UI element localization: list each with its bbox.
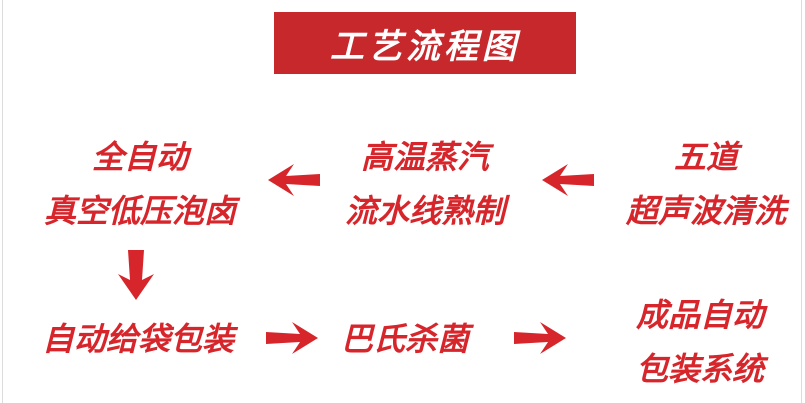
step-line: 包装系统 — [635, 350, 764, 388]
step-vacuum-marinating: 全自动 真空低压泡卤 — [20, 130, 260, 238]
step-line: 真空低压泡卤 — [43, 192, 236, 230]
step-line: 自动给袋包装 — [41, 320, 234, 358]
step-line: 全自动 — [91, 138, 188, 176]
step-line: 五道 — [673, 138, 738, 176]
step-auto-bagging: 自动给袋包装 — [18, 312, 258, 366]
step-line: 超声波清洗 — [625, 192, 786, 230]
step-line: 高温蒸汽 — [360, 138, 489, 176]
step-steam-cooking: 高温蒸汽 流水线熟制 — [320, 130, 530, 238]
step-line: 巴氏杀菌 — [340, 320, 469, 358]
title-banner: 工艺流程图 — [274, 12, 576, 74]
step-line: 流水线熟制 — [344, 192, 505, 230]
step-ultrasonic-cleaning: 五道 超声波清洗 — [606, 130, 805, 238]
arrow-left-icon — [542, 164, 594, 196]
step-auto-packaging: 成品自动 包装系统 — [615, 288, 785, 396]
arrow-left-icon — [268, 164, 320, 196]
arrow-right-icon — [514, 322, 566, 354]
step-pasteurization: 巴氏杀菌 — [325, 312, 485, 366]
arrow-down-icon — [118, 250, 154, 300]
step-line: 成品自动 — [635, 296, 764, 334]
diagram-title: 工艺流程图 — [330, 26, 520, 67]
left-border-line — [2, 0, 3, 403]
right-border-line — [801, 0, 802, 403]
arrow-right-icon — [266, 322, 318, 354]
